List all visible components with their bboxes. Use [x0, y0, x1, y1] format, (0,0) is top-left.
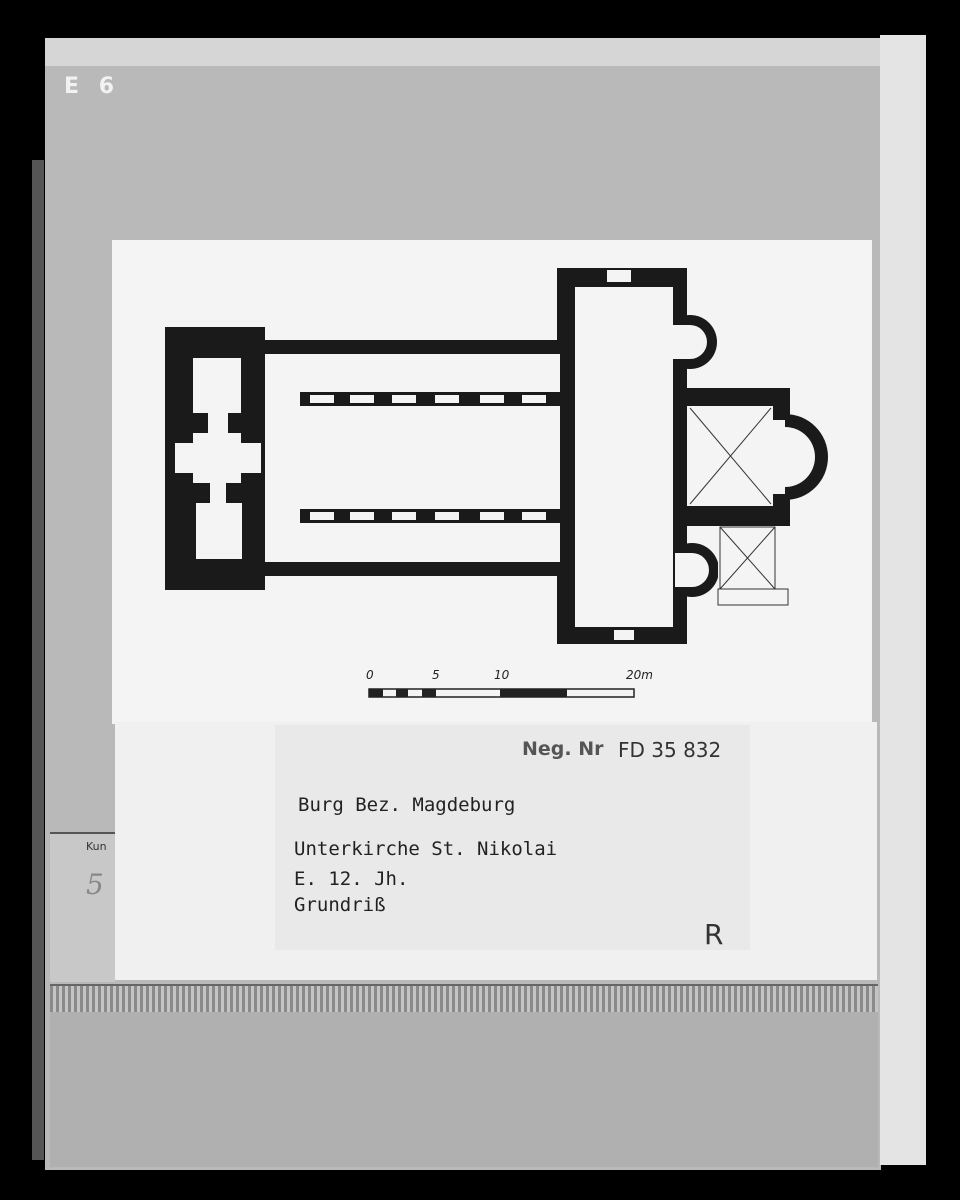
- neg-label: Neg. Nr: [522, 738, 604, 760]
- drawing-type: Grundriß: [294, 894, 386, 916]
- north-wall: [265, 340, 560, 354]
- scale-tick-0: 0: [366, 668, 374, 682]
- scale-tick-10: 10: [494, 668, 510, 682]
- scale-bar: [368, 688, 635, 698]
- typed-slip: [275, 725, 750, 950]
- ribbed-strip: [50, 984, 878, 1014]
- left-tab-label: Kun: [86, 840, 107, 853]
- card-right-strip: [880, 35, 926, 1165]
- south-arcade: [300, 509, 560, 523]
- scale-tick-5: 5: [432, 668, 440, 682]
- date: E. 12. Jh.: [294, 868, 409, 890]
- scale-tick-20: 20m: [626, 668, 653, 682]
- title: Unterkirche St. Nikolai: [294, 838, 558, 860]
- place: Burg Bez. Magdeburg: [298, 794, 516, 816]
- corner-label: E 6: [64, 74, 120, 99]
- north-arcade: [300, 392, 560, 406]
- handwritten-mark: R: [704, 918, 724, 951]
- left-tab: [50, 832, 115, 982]
- card-lower-area: [50, 1012, 878, 1167]
- south-wall: [265, 562, 560, 576]
- neg-number: FD 35 832: [618, 738, 722, 762]
- card-edge: [32, 160, 44, 1160]
- card-top-band: [45, 38, 881, 66]
- left-tab-mark: 5: [86, 868, 104, 901]
